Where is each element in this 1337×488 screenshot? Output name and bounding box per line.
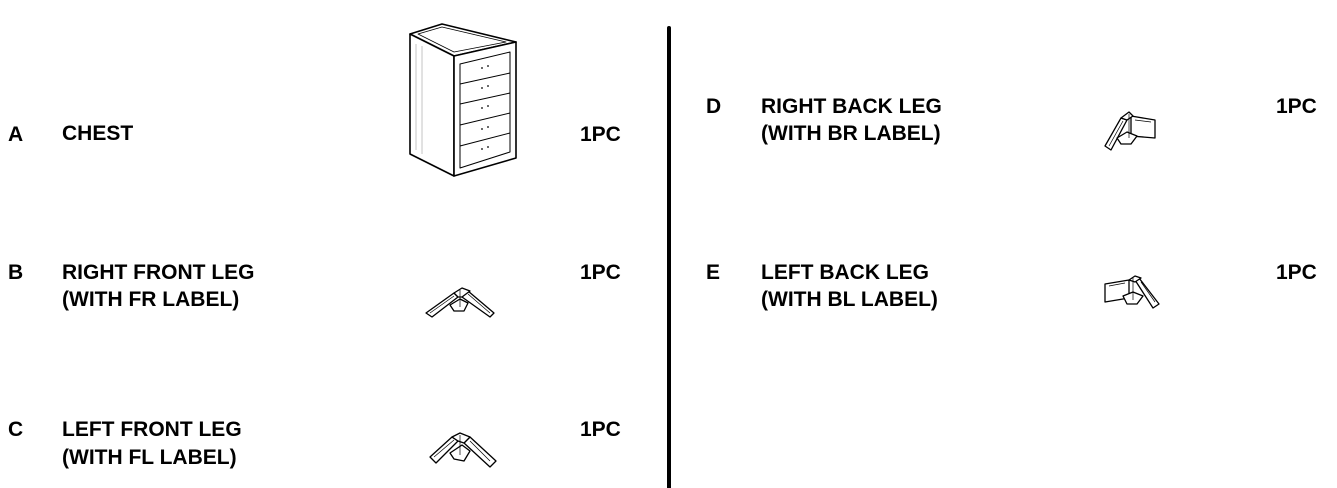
- part-name-line2: (WITH BL LABEL): [761, 288, 938, 311]
- part-name-line1: RIGHT FRONT LEG: [62, 261, 255, 284]
- part-name-line1: RIGHT BACK LEG: [761, 95, 942, 118]
- part-name-line2: (WITH FL LABEL): [62, 446, 237, 469]
- left-back-leg-icon: [1103, 274, 1161, 312]
- part-letter: C: [8, 418, 24, 441]
- left-front-leg-icon: [428, 431, 498, 469]
- column-divider: [667, 26, 671, 488]
- part-letter: B: [8, 261, 24, 284]
- part-name-line1: LEFT BACK LEG: [761, 261, 929, 284]
- part-quantity: 1PC: [1276, 95, 1317, 118]
- part-name-line2: (WITH FR LABEL): [62, 288, 240, 311]
- part-letter: D: [706, 95, 722, 118]
- part-name: CHEST: [62, 122, 134, 145]
- right-front-leg-icon: [424, 285, 496, 319]
- part-quantity: 1PC: [580, 261, 621, 284]
- part-name-line2: (WITH BR LABEL): [761, 122, 941, 145]
- part-quantity: 1PC: [580, 418, 621, 441]
- part-name-line1: LEFT FRONT LEG: [62, 418, 242, 441]
- part-letter: E: [706, 261, 721, 284]
- part-quantity: 1PC: [580, 123, 621, 146]
- chest-icon: [408, 22, 518, 178]
- part-quantity: 1PC: [1276, 261, 1317, 284]
- part-letter: A: [8, 123, 24, 146]
- right-back-leg-icon: [1101, 110, 1159, 154]
